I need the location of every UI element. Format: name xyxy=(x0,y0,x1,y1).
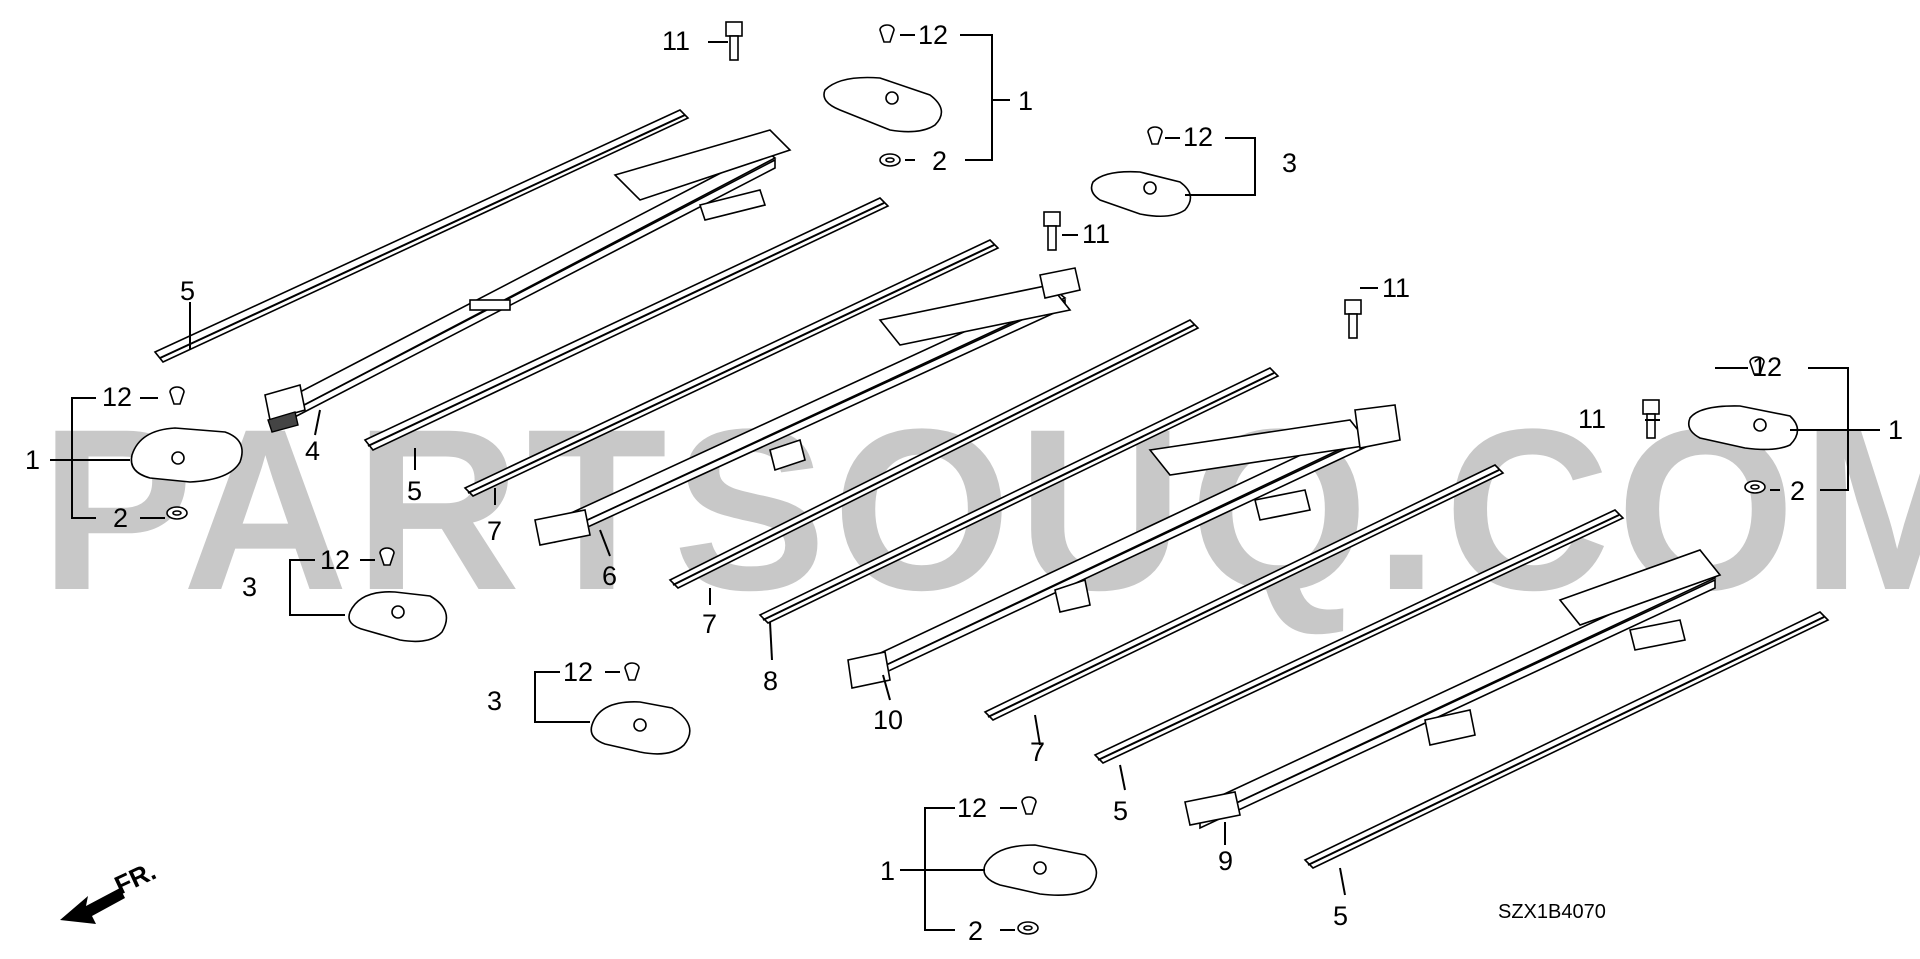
callout-12: 12 xyxy=(563,657,593,687)
cover-1-left[interactable] xyxy=(130,427,243,483)
clip-12-left-lower[interactable] xyxy=(624,662,640,681)
bolt-11-right[interactable] xyxy=(1344,299,1362,339)
callout-5: 5 xyxy=(1333,901,1348,931)
callout-2: 2 xyxy=(932,146,947,176)
callout-6: 6 xyxy=(602,561,617,591)
callout-4: 4 xyxy=(305,436,320,466)
callout-12: 12 xyxy=(918,20,948,50)
callout-1: 1 xyxy=(880,856,895,886)
callout-3: 3 xyxy=(487,686,502,716)
rail-7-second[interactable] xyxy=(463,239,1000,497)
bolt-11-mid[interactable] xyxy=(1043,211,1061,251)
callout-12: 12 xyxy=(957,793,987,823)
callout-5: 5 xyxy=(407,476,422,506)
rail-7-third[interactable] xyxy=(668,319,1200,589)
seat-track-10[interactable] xyxy=(847,404,1401,689)
callout-12: 12 xyxy=(320,545,350,575)
cover-3-top-right[interactable] xyxy=(1090,170,1192,218)
clip-12-top-right[interactable] xyxy=(1147,126,1163,145)
rail-5-bottom-right[interactable] xyxy=(1303,611,1830,869)
front-direction-arrow: FR. xyxy=(60,856,161,924)
callout-10: 10 xyxy=(873,705,903,735)
leader-lines xyxy=(50,34,1880,931)
cover-3-left-upper[interactable] xyxy=(348,591,448,643)
cover-1-bottom[interactable] xyxy=(983,844,1098,896)
callout-11: 11 xyxy=(1578,404,1606,434)
clip-12-left-upper[interactable] xyxy=(379,547,395,566)
callout-7: 7 xyxy=(1030,737,1045,767)
clip-12-bottom[interactable] xyxy=(1021,796,1037,815)
clip-12-top[interactable] xyxy=(879,24,895,43)
rail-5-top-left[interactable] xyxy=(153,109,690,363)
callout-1: 1 xyxy=(1888,415,1903,445)
callout-5: 5 xyxy=(180,276,195,306)
callout-3: 3 xyxy=(1282,148,1297,178)
nut-2-bottom[interactable] xyxy=(1017,921,1039,935)
seat-track-4[interactable] xyxy=(264,129,792,433)
rail-7-fourth[interactable] xyxy=(983,464,1505,721)
cover-1-top[interactable] xyxy=(823,76,943,133)
diagram-code: SZX1B4070 xyxy=(1498,901,1606,923)
callout-12: 12 xyxy=(1752,352,1782,382)
bolt-11-far-right[interactable] xyxy=(1642,399,1660,439)
bolt-11-top[interactable] xyxy=(725,21,743,61)
callout-8: 8 xyxy=(763,666,778,696)
callout-11: 11 xyxy=(1382,273,1410,303)
clip-12-right[interactable] xyxy=(1749,356,1765,375)
cover-3-left-lower[interactable] xyxy=(590,701,691,755)
callout-2: 2 xyxy=(1790,476,1805,506)
callout-2: 2 xyxy=(113,503,128,533)
callout-1: 1 xyxy=(25,445,40,475)
callout-12: 12 xyxy=(1183,122,1213,152)
seat-track-9[interactable] xyxy=(1184,549,1722,830)
callout-12: 12 xyxy=(102,382,132,412)
nut-2-top[interactable] xyxy=(879,153,901,167)
clip-12-left[interactable] xyxy=(169,386,185,405)
seat-track-6[interactable] xyxy=(534,267,1081,546)
nut-2-left[interactable] xyxy=(166,506,188,520)
callout-7: 7 xyxy=(487,516,502,546)
callout-7: 7 xyxy=(702,609,717,639)
callout-1: 1 xyxy=(1018,86,1033,116)
rail-8[interactable] xyxy=(758,367,1280,624)
nut-2-right[interactable] xyxy=(1744,480,1766,494)
callout-5: 5 xyxy=(1113,796,1128,826)
callout-11: 11 xyxy=(1082,219,1110,249)
callout-3: 3 xyxy=(242,572,257,602)
rail-5-second[interactable] xyxy=(363,197,890,451)
rail-5-fourth[interactable] xyxy=(1093,509,1625,764)
callout-11: 11 xyxy=(662,26,690,56)
callout-2: 2 xyxy=(968,916,983,946)
cover-1-right[interactable] xyxy=(1687,405,1799,451)
callout-9: 9 xyxy=(1218,846,1233,876)
